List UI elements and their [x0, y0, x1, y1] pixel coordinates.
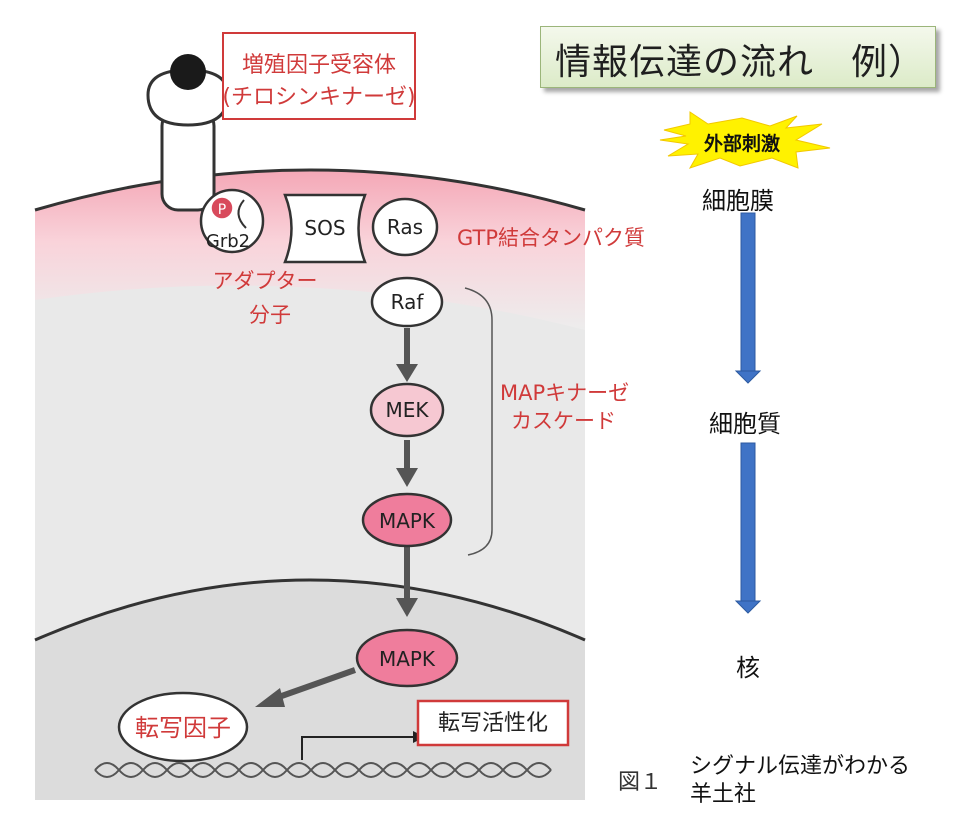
flow-arrow-2: [734, 442, 762, 614]
raf-label: Raf: [391, 290, 425, 314]
ras-node: [371, 197, 439, 257]
arrow-to-tf: [255, 667, 357, 707]
membrane-label: 細胞膜: [702, 187, 774, 215]
adaptor-label-line2: 分子: [249, 303, 291, 327]
stimulus-label: 外部刺激: [704, 132, 780, 155]
cascade-arrows: [396, 328, 418, 617]
receptor-label-line2: (チロシンキナーゼ): [222, 85, 415, 110]
phospho-label: P: [218, 202, 226, 218]
activation-label: 転写活性化: [438, 711, 548, 736]
stimulus-burst: [659, 111, 831, 169]
title-box: 情報伝達の流れ 例）: [540, 26, 936, 88]
mapk-cytoplasm-label: MAPK: [379, 509, 436, 533]
nuclear-membrane: [34, 578, 586, 642]
cell-membrane: [34, 168, 586, 212]
receptor-label-line1: 増殖因子受容体: [242, 53, 396, 78]
receptor: [146, 54, 230, 212]
mek-label: MEK: [385, 398, 429, 422]
cascade-label-line1: MAPキナーゼ: [500, 381, 629, 405]
source-line2: 羊土社: [690, 782, 757, 807]
mapk-nucleus-label: MAPK: [379, 647, 436, 671]
flow-arrow-1: [734, 212, 762, 384]
mek-node: [369, 382, 445, 438]
cytoplasm-label: 細胞質: [709, 410, 781, 438]
raf-node: [370, 276, 444, 328]
sos-node: [283, 193, 367, 264]
sos-label: SOS: [304, 216, 345, 240]
mapk-nucleus-node: [355, 628, 459, 688]
activation-label-box: [416, 699, 570, 747]
figure-number: 図１: [618, 770, 663, 795]
ras-label: Ras: [387, 215, 423, 239]
cascade-bracket: [464, 287, 493, 556]
nucleus-label: 核: [736, 654, 760, 682]
gtp-label: GTP結合タンパク質: [457, 226, 645, 250]
ligand: [170, 54, 206, 90]
flow-title: 情報伝達の流れ 例）: [555, 42, 926, 83]
tf-label: 転写因子: [135, 714, 231, 742]
cascade-label-line2: カスケード: [511, 409, 616, 433]
dna-strand: [94, 762, 552, 778]
mapk-cytoplasm-node: [361, 492, 453, 548]
source-line1: シグナル伝達がわかる: [690, 754, 911, 779]
phospho-badge: [210, 196, 234, 220]
tf-node: [117, 691, 249, 763]
adaptor-label-line1: アダプター: [213, 269, 318, 293]
receptor-label-box: [222, 32, 416, 120]
grb2-label: Grb2: [206, 231, 250, 252]
